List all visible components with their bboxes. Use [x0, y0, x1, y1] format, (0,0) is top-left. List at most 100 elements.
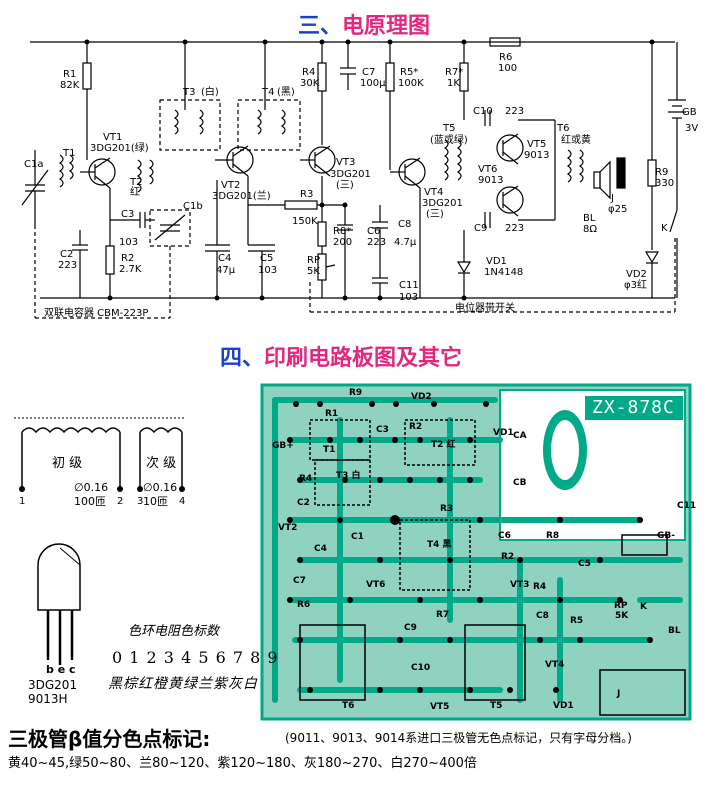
pcb-label-p24: R2 [501, 552, 515, 562]
pcb-label-p12: T3 白 [336, 471, 361, 481]
pcb-label-p39: C10 [411, 663, 431, 673]
pcb-label-p40: VT4 [545, 660, 565, 670]
schematic-label-vt2: VT2 [221, 180, 241, 191]
pcb-label-p32: 5K [615, 611, 629, 621]
schematic-label-c1b: C1b [183, 201, 203, 212]
schematic-label-c9: C9 [474, 223, 488, 234]
schematic-label-r8: R8* [333, 226, 352, 237]
schematic-label-vt3: VT3 [336, 157, 356, 168]
section3-accent: 电原理图 [342, 14, 431, 39]
pcb-label-p22: T4 黑 [427, 540, 452, 550]
schematic-label-t3: T3 [183, 87, 196, 98]
pcb-label-p33: K [640, 602, 647, 612]
schematic-label-c5v: 103 [258, 265, 278, 276]
pcb-label-p30: R6 [297, 600, 311, 610]
pcb-label-p9: GB+ [272, 441, 294, 451]
schematic-label-c8v: 4.7μ [394, 237, 417, 248]
pcb-label-p42: VT5 [430, 702, 450, 712]
schematic-label-r7: R7* [445, 67, 464, 78]
pcb-label-p5: R2 [409, 422, 423, 432]
schematic-label-t5: T5 [443, 123, 456, 134]
pcb-label-p23: C4 [314, 544, 327, 554]
schematic-label-r4v: 30K [300, 78, 320, 89]
pcb-label-p37: C9 [404, 623, 417, 633]
pcb-label-p16: C11 [677, 501, 697, 511]
coil-pin-1: 1 [19, 496, 26, 507]
schematic-label-c4v: 47μ [216, 265, 236, 276]
schematic-label-cap: 双联电容器 CBM-223P [44, 308, 149, 319]
schematic-label-r6: R6 [499, 52, 513, 63]
pcb-label-p17: VT2 [278, 523, 298, 533]
pcb-label-p34: R7 [436, 610, 450, 620]
pcb-label-p21: GB- [657, 531, 675, 541]
schematic-label-vd1v: 1N4148 [484, 267, 524, 278]
pcb-label-p2: VD2 [411, 392, 432, 402]
schematic-label-vt1: VT1 [103, 132, 123, 143]
schematic-label-rp: RP [307, 255, 320, 266]
schematic-label-t4c: (黑) [277, 87, 295, 98]
schematic-label-vt4v: 3DG201 [422, 198, 463, 209]
pcb-label-p25: C5 [578, 559, 591, 569]
schematic-label-r5: R5* [400, 67, 419, 78]
schematic-label-bl: BL [583, 213, 596, 224]
pcb-label-p31: RP [614, 601, 628, 611]
schematic-label-r6v: 100 [498, 63, 518, 74]
schematic-label-jv: φ25 [608, 204, 628, 215]
pcb-label-p7: T2 红 [431, 440, 456, 450]
section4-title: 四、印刷电路板图及其它 [220, 340, 462, 372]
pcb-model-label: ZX-878C [592, 397, 675, 418]
beta-note-remark: (9011、9013、9014系进口三极管无色点标记，只有字母分档。) [285, 731, 632, 745]
schematic-label-r3v: 150K [292, 216, 318, 227]
pcb-label-p4: R1 [325, 409, 339, 419]
pcb-label-p26: VT6 [366, 580, 386, 590]
pcb-label-p28: R4 [533, 582, 547, 592]
schematic-label-r8v: 200 [333, 237, 353, 248]
schematic-label-r2: R2 [121, 253, 135, 264]
schematic-label-c3v: 103 [119, 237, 139, 248]
schematic-label-c2: C2 [60, 249, 74, 260]
schematic-label-c2v: 223 [58, 260, 78, 271]
coil-secondary-spec: ∅0.16 [143, 481, 178, 494]
pcb-label-p29: C7 [293, 576, 306, 586]
coil-secondary-label: 次 级 [146, 456, 177, 471]
schematic-diagram [21, 37, 686, 319]
color-code-colors: 黑棕红橙黄绿兰紫灰白 [108, 676, 258, 692]
schematic-label-c11: C11 [399, 280, 419, 291]
schematic-label-c9v: 223 [505, 223, 525, 234]
pcb-label-p36: R5 [570, 616, 584, 626]
coil-primary-label: 初 级 [52, 456, 83, 471]
schematic-label-rpv: 5K [307, 266, 320, 277]
schematic-label-r9v: 330 [655, 178, 675, 189]
pcb-label-p8: T1 [323, 445, 336, 455]
pcb-label-p6: C3 [376, 425, 389, 435]
section4-accent: 印刷电路板图及其它 [264, 346, 463, 371]
pcb-label-p45: J [617, 689, 621, 699]
schematic-label-vt3v: 3DG201 [330, 169, 371, 180]
schematic-label-vt4: VT4 [424, 187, 444, 198]
pcb-label-p19: C6 [498, 531, 511, 541]
schematic-label-vt2v: 3DG201(兰) [212, 191, 271, 202]
schematic-label-c6: C6 [367, 226, 381, 237]
schematic-label-c1a: C1a [24, 159, 44, 170]
pcb-label-p13: R4 [299, 474, 313, 484]
section3-title: 三、电原理图 [298, 8, 430, 40]
schematic-label-gb: GB [682, 107, 697, 118]
schematic-label-vt6v: 9013 [478, 175, 504, 186]
schematic-label-vt3c: (三) [336, 180, 354, 191]
schematic-label-t6c: 红或黄 [561, 135, 591, 146]
schematic-label-blv: 8Ω [583, 224, 598, 235]
schematic-label-pot: 电位器带开关 [455, 303, 515, 314]
pcb-label-p11: CB [513, 478, 527, 488]
schematic-label-vt5v: 9013 [524, 150, 550, 161]
schematic-label-vt4c: (三) [426, 209, 444, 220]
transistor-model: 3DG201 [28, 678, 78, 692]
pcb-label-p35: C8 [536, 611, 549, 621]
schematic-label-vt1v: 3DG201(绿) [90, 143, 149, 154]
pcb-label-p10: CA [513, 431, 527, 441]
schematic-label-c3: C3 [121, 209, 135, 220]
schematic-label-r9: R9 [655, 167, 669, 178]
schematic-label-vd2: VD2 [626, 269, 647, 280]
coil-pin-2: 2 [117, 496, 124, 507]
section4-prefix: 四、 [220, 346, 265, 371]
schematic-label-vd1: VD1 [486, 256, 507, 267]
